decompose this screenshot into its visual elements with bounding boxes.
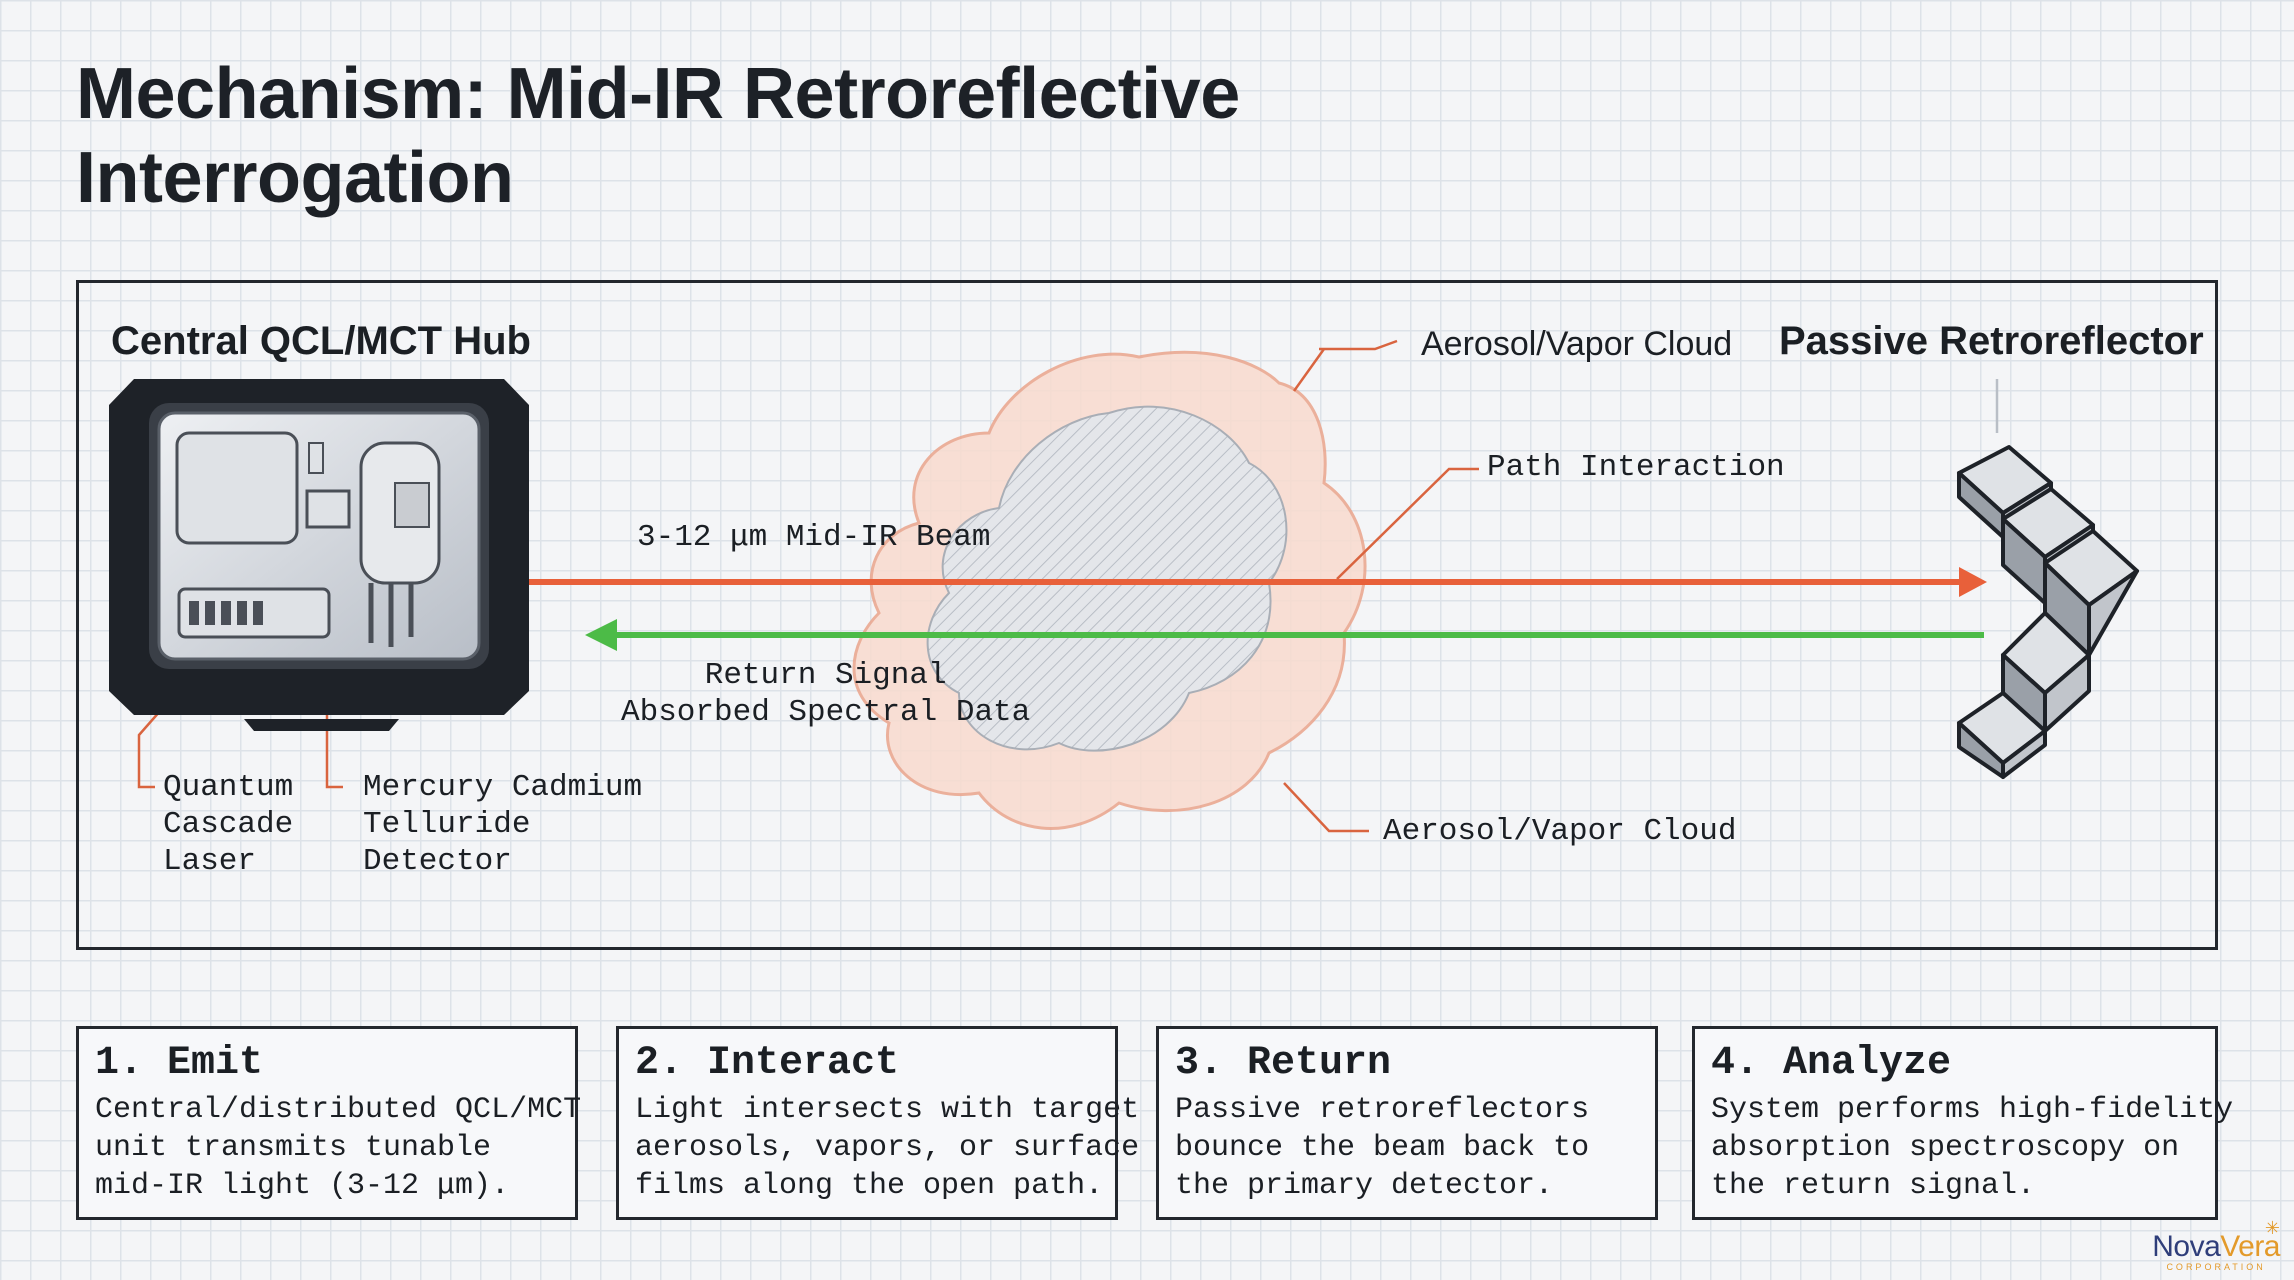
diagram-panel: Central QCL/MCT Hub Passive Retroreflect… bbox=[76, 280, 2218, 950]
page-title-line2: Interrogation bbox=[76, 138, 514, 218]
return-signal-label: Return Signal Absorbed Spectral Data bbox=[621, 657, 1030, 731]
step-card-emit: 1. Emit Central/distributed QCL/MCT unit… bbox=[76, 1026, 582, 1220]
step-line: Light intersects with target bbox=[635, 1093, 1140, 1127]
step-title: 2. Interact bbox=[635, 1041, 900, 1086]
logo-name: NovaVera bbox=[2152, 1230, 2280, 1264]
step-line: bounce the beam back to bbox=[1175, 1131, 1590, 1165]
path-interaction-leader bbox=[1336, 467, 1479, 580]
return-beam-arrowhead bbox=[585, 619, 617, 651]
qcl-mct-hub-device bbox=[109, 379, 529, 731]
step-line: films along the open path. bbox=[635, 1169, 1104, 1203]
step-line: the primary detector. bbox=[1175, 1169, 1554, 1203]
step-card-return: 3. Return Passive retroreflectors bounce… bbox=[1156, 1026, 1658, 1220]
step-title: 1. Emit bbox=[95, 1041, 264, 1086]
cloud-core bbox=[926, 405, 1288, 752]
step-line: mid-IR light (3-12 μm). bbox=[95, 1169, 510, 1203]
step-description: System performs high-fidelity absorption… bbox=[1711, 1091, 2234, 1205]
step-title: 4. Analyze bbox=[1711, 1041, 1952, 1086]
sparkle-icon: ✳ bbox=[2264, 1218, 2280, 1238]
step-line: unit transmits tunable bbox=[95, 1131, 492, 1165]
step-line: absorption spectroscopy on bbox=[1711, 1131, 2180, 1165]
cloud-top-leader-2 bbox=[1292, 348, 1326, 392]
return-signal-line2: Absorbed Spectral Data bbox=[621, 695, 1031, 730]
path-interaction-label: Path Interaction bbox=[1487, 450, 1785, 485]
detector-label-line3: Detector bbox=[363, 844, 512, 879]
laser-label: Quantum Cascade Laser bbox=[163, 769, 293, 880]
aerosol-cloud bbox=[852, 350, 1367, 830]
cloud-label-bottom: Aerosol/Vapor Cloud bbox=[1383, 814, 1737, 849]
hub-label: Central QCL/MCT Hub bbox=[111, 319, 531, 363]
return-beam bbox=[585, 619, 1984, 651]
return-signal-line1: Return Signal bbox=[704, 658, 947, 693]
logo-name-part1: Nova bbox=[2152, 1230, 2221, 1263]
step-line: Central/distributed QCL/MCT bbox=[95, 1093, 582, 1127]
detector-label: Mercury Cadmium Telluride Detector bbox=[363, 769, 642, 880]
qcl-module bbox=[175, 431, 299, 545]
step-card-interact: 2. Interact Light intersects with target… bbox=[616, 1026, 1140, 1220]
step-description: Passive retroreflectors bounce the beam … bbox=[1175, 1091, 1639, 1205]
laser-label-line3: Laser bbox=[163, 844, 257, 879]
step-line: aerosols, vapors, or surface bbox=[635, 1131, 1140, 1165]
cloud-top-leader bbox=[1319, 339, 1398, 351]
mechanism-diagram bbox=[109, 339, 2139, 833]
laser-label-line2: Cascade bbox=[163, 807, 294, 842]
step-title: 3. Return bbox=[1175, 1041, 1392, 1086]
detector-label-line1: Mercury Cadmium bbox=[363, 770, 643, 805]
detector-label-line2: Telluride bbox=[363, 807, 531, 842]
page-title-line1: Mechanism: Mid-IR Retroreflective bbox=[76, 54, 1240, 134]
step-line: the return signal. bbox=[1711, 1169, 2036, 1203]
page-title: Mechanism: Mid-IR Retroreflective Interr… bbox=[76, 52, 1240, 220]
beam-label: 3-12 μm Mid-IR Beam bbox=[637, 520, 991, 555]
retroreflector-device bbox=[1957, 445, 2139, 779]
cloud-bottom-leader bbox=[1283, 782, 1369, 833]
step-line: System performs high-fidelity bbox=[1711, 1093, 2234, 1127]
cloud-label-top: Aerosol/Vapor Cloud bbox=[1421, 325, 1733, 363]
chip bbox=[305, 489, 351, 529]
logo-name-part2: Vera bbox=[2220, 1230, 2280, 1263]
step-card-analyze: 4. Analyze System performs high-fidelity… bbox=[1692, 1026, 2234, 1220]
laser-label-line1: Quantum bbox=[163, 770, 294, 805]
logo-subtitle: CORPORATION bbox=[2166, 1262, 2266, 1272]
novavera-logo: ✳ NovaVera CORPORATION bbox=[2152, 1218, 2280, 1272]
emit-beam-arrowhead-right bbox=[1959, 567, 1987, 597]
retroreflector-label: Passive Retroreflector bbox=[1779, 319, 2204, 363]
step-description: Central/distributed QCL/MCT unit transmi… bbox=[95, 1091, 582, 1205]
step-line: Passive retroreflectors bbox=[1175, 1093, 1590, 1127]
step-description: Light intersects with target aerosols, v… bbox=[635, 1091, 1140, 1205]
leader-lines bbox=[1283, 339, 1479, 833]
